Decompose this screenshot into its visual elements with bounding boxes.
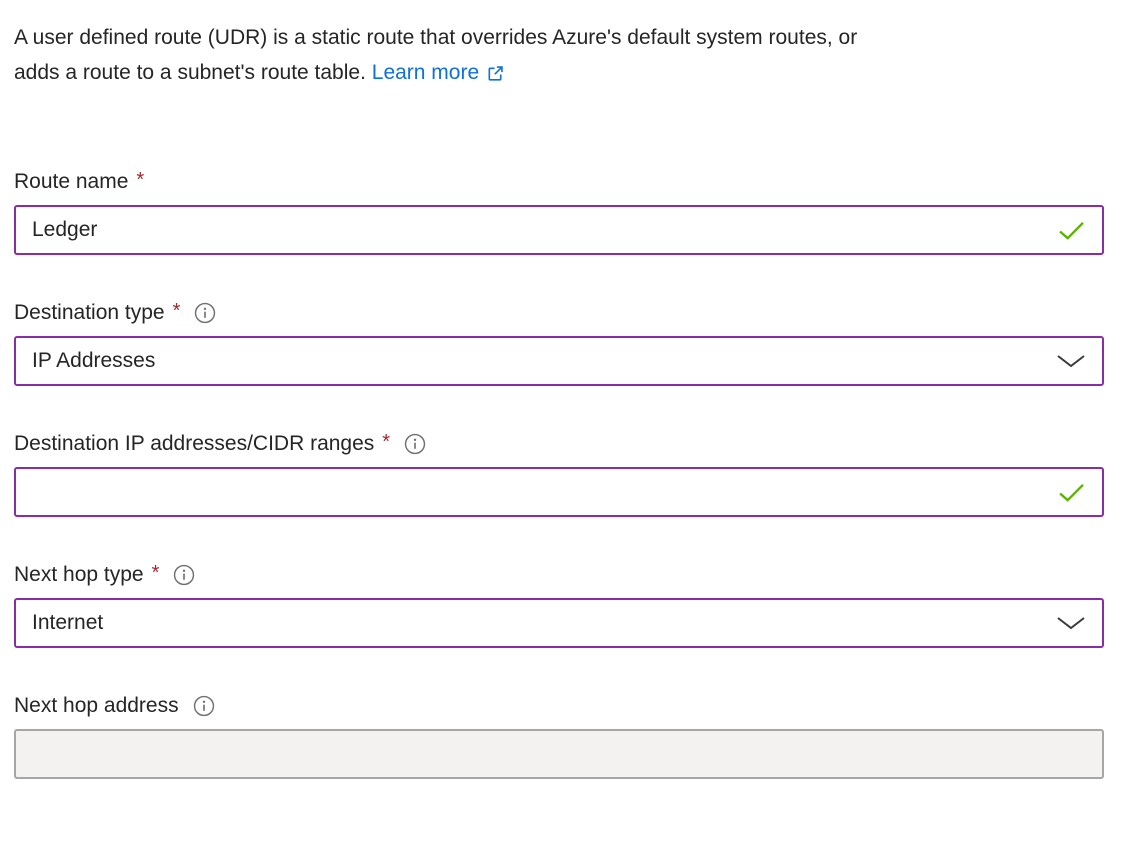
required-asterisk: * [136,168,145,191]
next-hop-address-input [32,731,1086,777]
field-next-hop-type: Next hop type * Internet [14,561,1104,648]
info-icon[interactable] [173,564,195,586]
learn-more-link[interactable]: Learn more [372,55,505,90]
next-hop-type-label-row: Next hop type * [14,561,1104,587]
info-icon[interactable] [194,302,216,324]
field-route-name: Route name * [14,168,1104,255]
chevron-down-icon [1057,617,1085,630]
field-next-hop-address: Next hop address [14,694,1104,779]
learn-more-label: Learn more [371,61,480,84]
external-link-icon [488,66,503,81]
intro-text: A user defined route (UDR) is a static r… [14,20,1108,90]
udr-form: Route name * Destination type * [14,168,1104,779]
required-asterisk: * [151,561,160,584]
info-icon[interactable] [404,433,426,455]
intro-line-2: adds a route to a subnet's route table. [14,61,366,84]
field-destination-type: Destination type * IP Addresses [14,299,1104,386]
destination-type-dropdown[interactable]: IP Addresses [14,336,1104,386]
next-hop-type-value: Internet [32,611,104,634]
next-hop-type-label: Next hop type [14,563,144,586]
route-name-label-row: Route name * [14,168,1104,194]
destination-ip-field [14,467,1104,517]
destination-ip-label: Destination IP addresses/CIDR ranges [14,432,375,455]
destination-type-label: Destination type [14,301,165,324]
route-name-field [14,205,1104,255]
destination-type-label-row: Destination type * [14,299,1104,325]
destination-ip-input[interactable] [32,469,1049,515]
next-hop-address-label: Next hop address [14,694,179,717]
route-name-input[interactable] [32,207,1049,253]
check-icon [1059,221,1084,240]
next-hop-address-label-row: Next hop address [14,694,1104,718]
destination-ip-label-row: Destination IP addresses/CIDR ranges * [14,430,1104,456]
next-hop-address-field [14,729,1104,779]
chevron-down-icon [1057,355,1085,368]
destination-type-value: IP Addresses [32,349,156,372]
intro-line-1: A user defined route (UDR) is a static r… [14,26,858,49]
udr-form-page: A user defined route (UDR) is a static r… [0,20,1122,846]
info-icon[interactable] [193,695,215,717]
route-name-label: Route name [14,170,129,193]
field-destination-ip-ranges: Destination IP addresses/CIDR ranges * [14,430,1104,517]
check-icon [1059,483,1084,502]
next-hop-type-dropdown[interactable]: Internet [14,598,1104,648]
required-asterisk: * [382,430,391,453]
required-asterisk: * [172,299,181,322]
